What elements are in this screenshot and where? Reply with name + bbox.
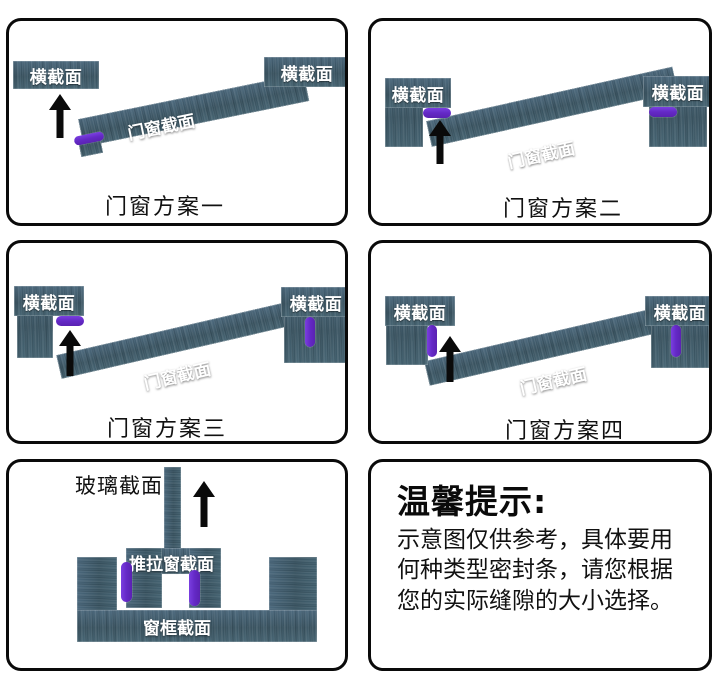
panel-plan-one: 门窗截面 横截面 横截面 门窗方案一 [6, 18, 348, 226]
left-cross-section-label: 横截面 [393, 303, 447, 324]
door-window-section-label: 门窗截面 [518, 364, 589, 400]
seal-strip-left [56, 316, 84, 326]
left-cross-section-block: 横截面 [14, 286, 84, 316]
door-window-section-label: 门窗截面 [506, 138, 577, 174]
window-frame-section-label: 窗框截面 [143, 619, 211, 639]
seal-strip-right [305, 317, 315, 347]
seal-strip-left [121, 562, 132, 602]
left-cross-section-label: 横截面 [22, 293, 76, 314]
glass-section-label: 玻璃截面 [75, 474, 163, 498]
right-cross-section-block: 横截面 [264, 57, 345, 87]
plan-four-caption: 门窗方案四 [505, 419, 626, 444]
plan-two-caption: 门窗方案二 [503, 197, 624, 222]
sliding-window-section-label: 推拉窗截面 [129, 555, 214, 575]
seal-strip-left [423, 108, 451, 118]
up-arrow-icon [49, 94, 71, 138]
tip-title: 温馨提示: [397, 482, 548, 521]
up-arrow-icon [439, 336, 461, 382]
right-cross-section-block: 横截面 [645, 296, 709, 326]
tip-line-2: 何种类型密封条，请您根据 [397, 557, 673, 584]
up-arrow-icon [59, 330, 81, 376]
right-cross-section-label: 横截面 [280, 64, 334, 85]
right-cross-section-label: 横截面 [653, 303, 707, 324]
up-arrow-icon [429, 120, 451, 164]
left-cross-section-label: 横截面 [29, 67, 83, 88]
panel-tip: 温馨提示: 示意图仅供参考，具体要用 何种类型密封条，请您根据 您的实际缝隙的大… [368, 459, 712, 671]
left-cross-section-block: 横截面 [385, 296, 455, 326]
plan-three-stage: 门窗截面 横截面 横截面 门窗方案三 [9, 243, 345, 441]
tip-content: 温馨提示: 示意图仅供参考，具体要用 何种类型密封条，请您根据 您的实际缝隙的大… [397, 482, 693, 616]
plan-one-stage: 门窗截面 横截面 横截面 门窗方案一 [9, 21, 345, 223]
glass-section-bar [164, 467, 181, 551]
plan-one-caption: 门窗方案一 [105, 195, 226, 220]
plan-four-stage: 门窗截面 横截面 横截面 门窗方案四 [371, 243, 709, 441]
panel-sliding-window: 玻璃截面 推拉窗截面 窗框截面 [6, 459, 348, 671]
tip-body: 示意图仅供参考，具体要用 何种类型密封条，请您根据 您的实际缝隙的大小选择。 [397, 525, 693, 616]
door-window-section-label: 门窗截面 [142, 359, 213, 395]
right-cross-section-block: 横截面 [643, 76, 709, 107]
panel-plan-four: 门窗截面 横截面 横截面 门窗方案四 [368, 240, 712, 444]
seal-strip-left [427, 325, 437, 357]
door-window-bar [426, 66, 678, 147]
right-cross-section-label: 横截面 [289, 294, 343, 315]
sliding-window-stage: 玻璃截面 推拉窗截面 窗框截面 [9, 462, 345, 668]
tip-line-1: 示意图仅供参考，具体要用 [397, 526, 673, 553]
left-cross-section-block: 横截面 [385, 78, 451, 108]
panel-plan-three: 门窗截面 横截面 横截面 门窗方案三 [6, 240, 348, 444]
panel-plan-two: 门窗截面 横截面 横截面 门窗方案二 [368, 18, 712, 226]
seal-strip-right [649, 107, 677, 117]
left-cross-section-label: 横截面 [391, 85, 445, 106]
right-cross-section-block: 横截面 [281, 287, 345, 317]
window-frame-base [77, 610, 317, 642]
seal-strip-right [189, 570, 200, 606]
plan-three-caption: 门窗方案三 [107, 417, 228, 442]
left-cross-section-block: 横截面 [13, 61, 99, 89]
seal-strip-right [671, 325, 681, 357]
sliding-window-sash-left-leg [126, 548, 162, 608]
right-cross-section-label: 横截面 [651, 84, 705, 104]
tip-line-3: 您的实际缝隙的大小选择。 [397, 587, 673, 614]
plan-two-stage: 门窗截面 横截面 横截面 门窗方案二 [371, 21, 709, 223]
up-arrow-icon [193, 481, 215, 527]
